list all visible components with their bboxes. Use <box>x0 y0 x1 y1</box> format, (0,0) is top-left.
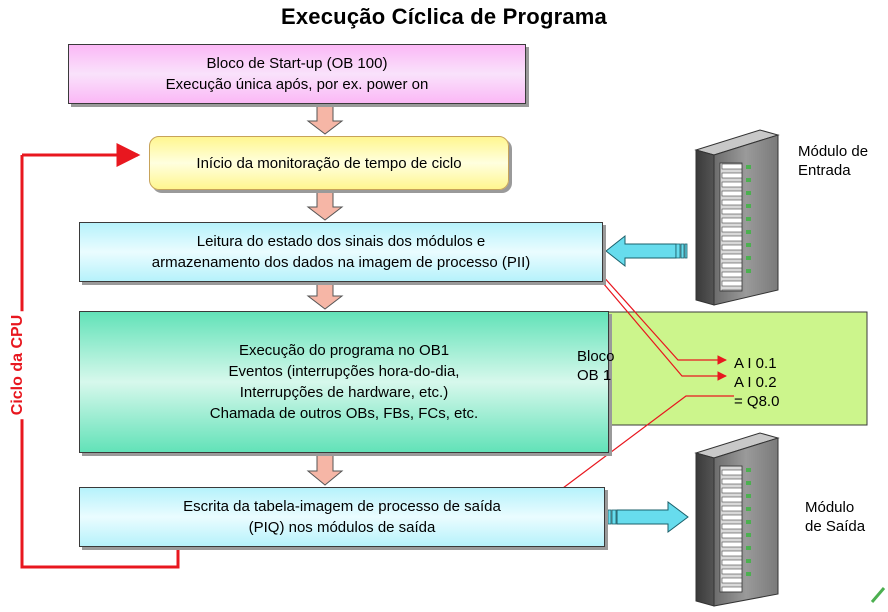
ob1-code-line-1: A I 0.1 <box>734 355 777 372</box>
exec-line-2: Eventos (interrupções hora-do-dia, <box>228 363 460 380</box>
flow-arrow-1 <box>306 105 344 135</box>
input-module-label: Módulo de Entrada <box>798 142 868 180</box>
write-outputs-box: Escrita da tabela-imagem de processo de … <box>79 487 605 547</box>
input-arrow <box>605 234 688 268</box>
program-execution-box: Execução do programa no OB1 Eventos (int… <box>79 311 609 453</box>
output-module-label: Módulo de Saída <box>805 498 865 536</box>
flow-arrow-3 <box>306 283 344 310</box>
ob1-code-line-3: = Q8.0 <box>734 393 780 410</box>
output-module-icon <box>694 432 780 607</box>
input-module-icon <box>694 129 780 306</box>
flow-arrow-2 <box>306 191 344 221</box>
output-module-line-1: Módulo <box>805 499 855 516</box>
input-module-line-2: Entrada <box>798 162 851 179</box>
read-line-1: Leitura do estado dos sinais dos módulos… <box>196 233 486 250</box>
cycle-monitor-text: Início da monitoração de tempo de ciclo <box>196 154 462 172</box>
flow-arrow-4 <box>306 454 344 486</box>
ob1-code: A I 0.1 A I 0.2 = Q8.0 <box>734 354 779 411</box>
startup-line-1: Bloco de Start-up (OB 100) <box>206 55 388 72</box>
ob1-label-line-2: OB 1 <box>577 367 612 384</box>
flow-arrows <box>306 105 344 486</box>
read-inputs-box: Leitura do estado dos sinais dos módulos… <box>79 222 603 282</box>
exec-line-3: Interrupções de hardware, etc.) <box>239 384 449 401</box>
ob1-label: Bloco OB 1 <box>577 347 615 385</box>
read-line-2: armazenamento dos dados na imagem de pro… <box>151 254 531 271</box>
output-module-line-2: de Saída <box>805 518 866 535</box>
diagram-title: Execução Cíclica de Programa <box>281 4 607 29</box>
exec-line-4: Chamada de outros OBs, FBs, FCs, etc. <box>209 405 479 422</box>
mapping-lines <box>550 254 734 498</box>
ob1-label-line-1: Bloco <box>577 348 615 365</box>
ob1-code-line-2: A I 0.2 <box>734 374 777 391</box>
input-module-line-1: Módulo de <box>798 143 869 160</box>
cpu-cycle-label: Ciclo da CPU <box>9 310 27 420</box>
write-line-2: (PIQ) nos módulos de saída <box>248 519 436 536</box>
cycle-monitor-box: Início da monitoração de tempo de ciclo <box>149 136 509 190</box>
startup-block-box: Bloco de Start-up (OB 100) Execução únic… <box>68 44 526 104</box>
output-arrow <box>604 501 689 533</box>
write-line-1: Escrita da tabela-imagem de processo de … <box>183 498 501 515</box>
corner-mark <box>870 587 886 603</box>
startup-line-2: Execução única após, por ex. power on <box>165 76 429 93</box>
exec-line-1: Execução do programa no OB1 <box>238 342 450 359</box>
